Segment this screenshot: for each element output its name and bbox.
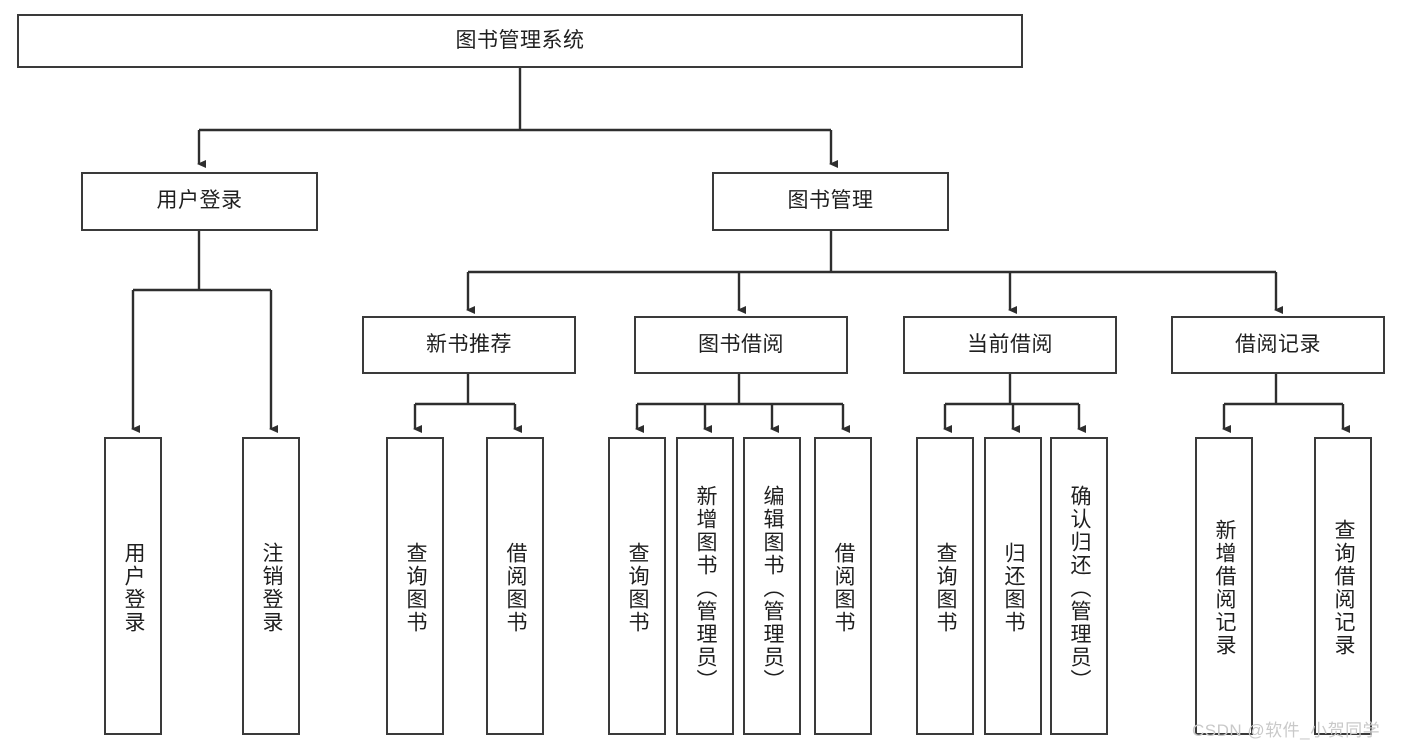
node-leaf-query-book-recommend[interactable]: 查询图书: [386, 437, 444, 735]
node-leaf-user-login[interactable]: 用户登录: [104, 437, 162, 735]
node-leaf-confirm-return[interactable]: 确认归还（管理员）: [1050, 437, 1108, 735]
node-label: 借阅记录: [1235, 332, 1321, 356]
node-leaf-query-book-borrow[interactable]: 查询图书: [608, 437, 666, 735]
node-label: 用户登录: [122, 542, 146, 634]
node-leaf-borrow-book[interactable]: 借阅图书: [814, 437, 872, 735]
node-leaf-query-book-current[interactable]: 查询图书: [916, 437, 974, 735]
node-leaf-add-book[interactable]: 新增图书（管理员）: [676, 437, 734, 735]
node-label: 归还图书: [1002, 542, 1026, 634]
node-leaf-borrow-book-recommend[interactable]: 借阅图书: [486, 437, 544, 735]
node-label: 查询图书: [626, 542, 650, 634]
node-label: 查询图书: [934, 542, 958, 634]
node-label: 新书推荐: [426, 332, 512, 356]
node-label: 图书管理: [787, 189, 874, 213]
node-leaf-edit-book[interactable]: 编辑图书（管理员）: [743, 437, 801, 735]
node-label: 查询图书: [404, 542, 428, 634]
node-current-borrow[interactable]: 当前借阅: [903, 316, 1117, 374]
node-leaf-return-book[interactable]: 归还图书: [984, 437, 1042, 735]
node-label: 图书借阅: [698, 332, 784, 356]
node-label: 查询借阅记录: [1332, 519, 1356, 657]
node-label: 借阅图书: [504, 542, 528, 634]
node-leaf-add-borrow-record[interactable]: 新增借阅记录: [1195, 437, 1253, 735]
watermark-text: CSDN @软件_小贺同学: [1192, 721, 1381, 740]
node-label: 新增图书（管理员）: [694, 484, 718, 692]
node-label: 新增借阅记录: [1213, 519, 1237, 657]
node-user-login[interactable]: 用户登录: [81, 172, 318, 231]
node-label: 注销登录: [260, 542, 284, 634]
node-root-book-management-system[interactable]: 图书管理系统: [17, 14, 1023, 68]
node-label: 图书管理系统: [455, 28, 585, 52]
node-book-borrow[interactable]: 图书借阅: [634, 316, 848, 374]
node-borrow-record[interactable]: 借阅记录: [1171, 316, 1385, 374]
node-leaf-query-borrow-record[interactable]: 查询借阅记录: [1314, 437, 1372, 735]
node-label: 编辑图书（管理员）: [761, 484, 785, 692]
node-label: 借阅图书: [832, 542, 856, 634]
node-label: 确认归还（管理员）: [1068, 484, 1092, 692]
node-book-management[interactable]: 图书管理: [712, 172, 949, 231]
node-new-book-recommend[interactable]: 新书推荐: [362, 316, 576, 374]
node-label: 用户登录: [156, 189, 243, 213]
node-label: 当前借阅: [967, 332, 1053, 356]
node-leaf-logout[interactable]: 注销登录: [242, 437, 300, 735]
